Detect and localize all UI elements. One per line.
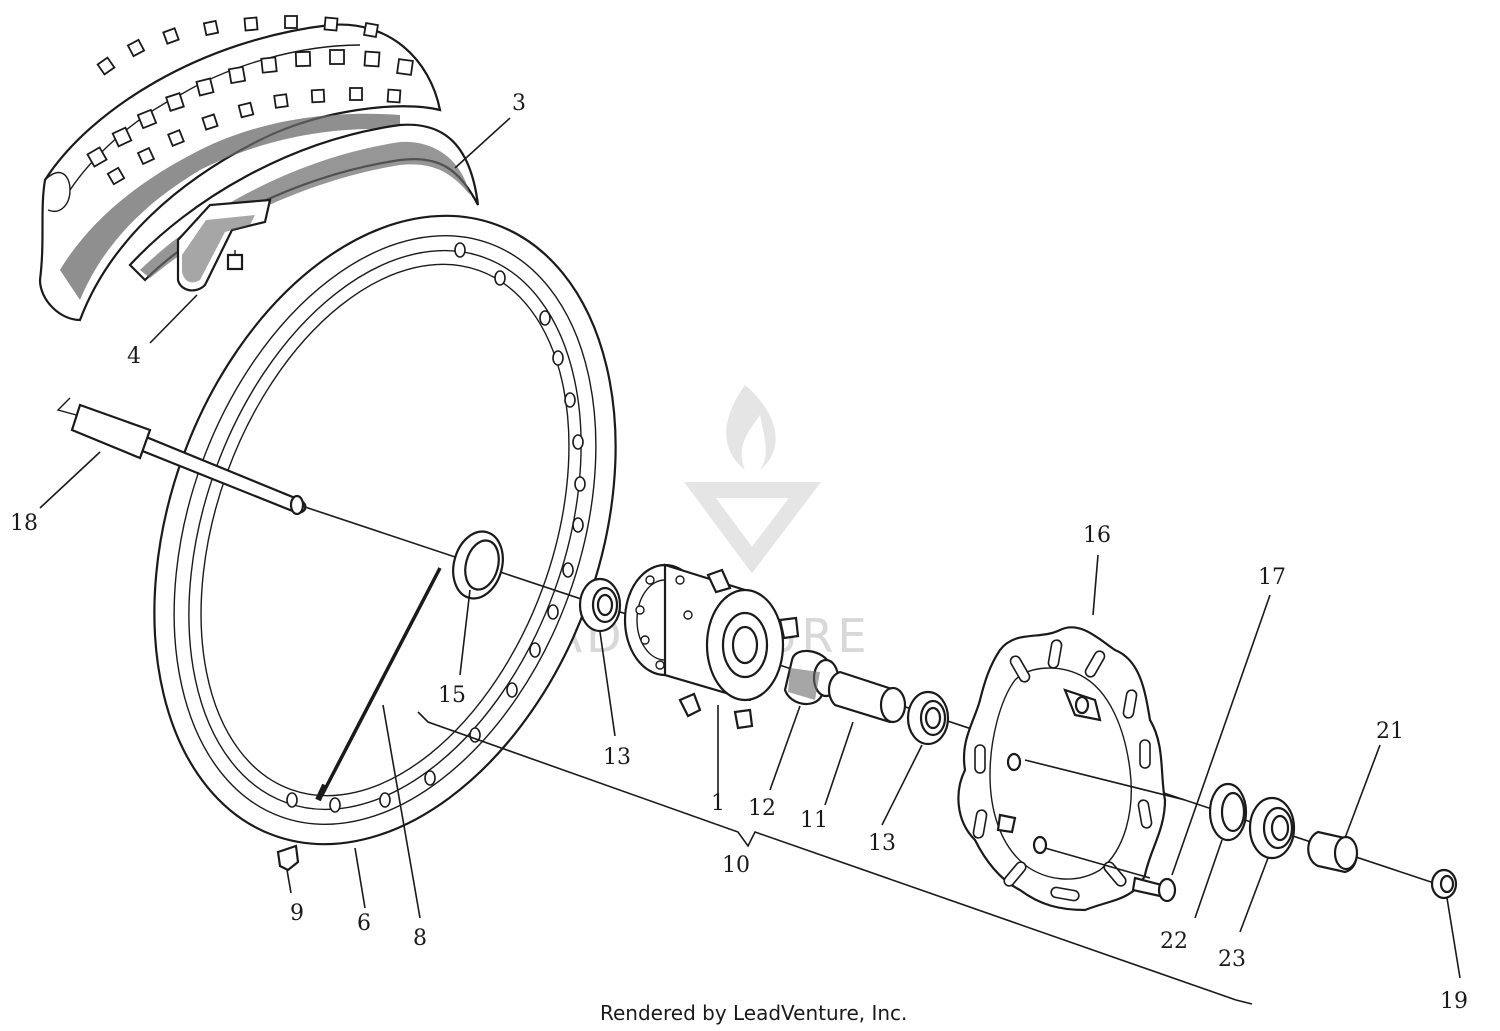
distance-collar — [827, 670, 907, 724]
callout-11: 11 — [800, 808, 828, 833]
brake-disc — [957, 626, 1186, 912]
tube-valve — [176, 198, 272, 292]
tire — [38, 15, 442, 322]
disc-bolt — [1131, 876, 1177, 903]
oil-seal — [1208, 782, 1248, 842]
callout-9: 9 — [290, 901, 304, 926]
callout-21: 21 — [1376, 719, 1404, 744]
leader-lines — [39, 117, 1461, 979]
bearing-left — [578, 577, 622, 633]
callout-1: 1 — [711, 791, 725, 816]
callout-4: 4 — [127, 344, 141, 369]
callout-22: 22 — [1160, 929, 1188, 954]
dust-seal — [452, 530, 504, 600]
hub-assembly-bracket — [417, 711, 1253, 1005]
callout-15: 15 — [438, 683, 466, 708]
callout-19: 19 — [1440, 989, 1468, 1014]
spoke-nipple — [276, 844, 300, 872]
bearing-right — [906, 690, 950, 746]
footer-credit: Rendered by LeadVenture, Inc. — [600, 1001, 907, 1025]
callout-16: 16 — [1083, 523, 1111, 548]
callout-18: 18 — [10, 511, 38, 536]
axle-nut — [1430, 868, 1458, 900]
callout-10: 10 — [722, 853, 750, 878]
callout-8: 8 — [413, 926, 427, 951]
callout-13-left: 13 — [603, 745, 631, 770]
callout-3: 3 — [512, 91, 526, 116]
callout-12: 12 — [748, 796, 776, 821]
bearing-outer — [1248, 796, 1296, 860]
callout-23: 23 — [1218, 947, 1246, 972]
hub — [623, 563, 800, 730]
spoke — [315, 567, 442, 802]
callout-6: 6 — [357, 911, 371, 936]
side-collar — [1307, 830, 1359, 874]
watermark-logo — [684, 385, 822, 574]
rim — [153, 214, 617, 846]
callout-13-right: 13 — [868, 831, 896, 856]
callout-17: 17 — [1258, 565, 1286, 590]
